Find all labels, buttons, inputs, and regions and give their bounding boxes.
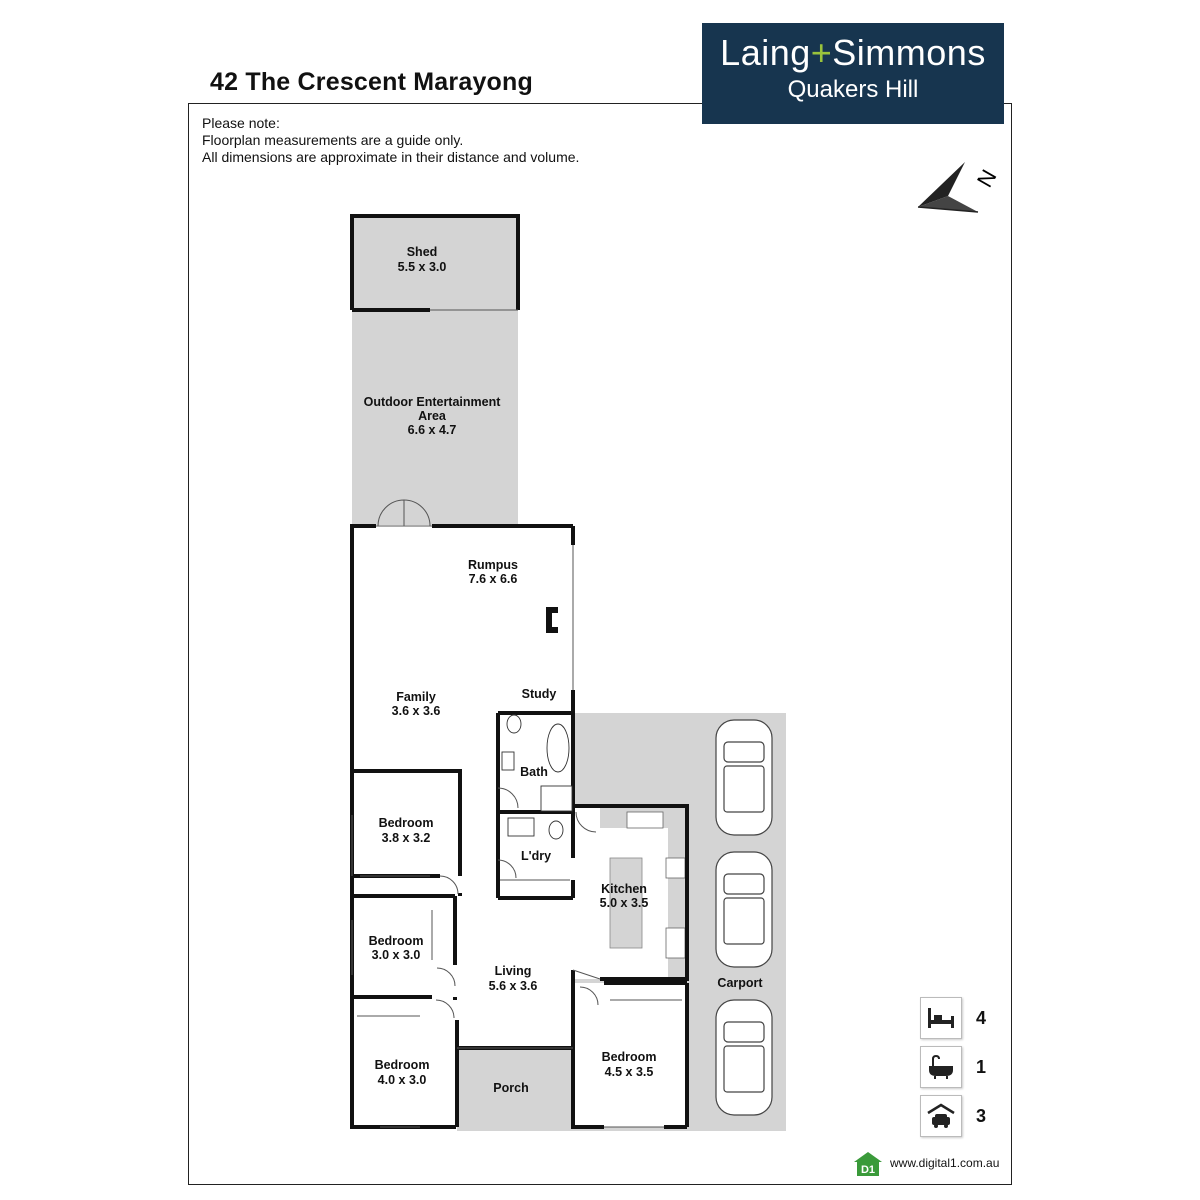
kitchen-island — [609, 857, 643, 949]
toilet-icon — [548, 820, 564, 840]
family-label: Family — [396, 690, 436, 704]
property-address: 42 The Crescent Marayong — [210, 68, 533, 96]
outdoor-area-floor — [352, 310, 518, 525]
shower-icon — [540, 785, 573, 812]
rumpus-label: Rumpus — [468, 558, 518, 572]
outdoor-dims: 6.6 x 4.7 — [408, 423, 457, 437]
note-heading: Please note: — [202, 115, 280, 131]
agency-brand: Laing+Simmons — [702, 32, 1004, 74]
footer: D1 www.digital1.com.au — [852, 1150, 999, 1176]
kitchen-dims: 5.0 x 3.5 — [600, 896, 649, 910]
website-link[interactable]: www.digital1.com.au — [890, 1156, 1000, 1170]
family-dims: 3.6 x 3.6 — [392, 704, 441, 718]
appliance-icon — [665, 927, 686, 959]
carport-label: Carport — [717, 976, 763, 990]
bathrooms-count: 1 — [976, 1056, 987, 1077]
carport-cars — [715, 719, 773, 1116]
french-door-icon — [377, 499, 405, 527]
disclaimer-note: Please note: Floorplan measurements are … — [202, 115, 579, 166]
bedroom-1-dims: 3.8 x 3.2 — [382, 831, 431, 845]
bedroom-2-label: Bedroom — [369, 934, 424, 948]
brand-plus: + — [810, 32, 833, 73]
living-dims: 5.6 x 3.6 — [489, 979, 538, 993]
bedroom-3-label: Bedroom — [375, 1058, 430, 1072]
doors-windows — [351, 309, 682, 1128]
cooktop-icon — [665, 857, 686, 879]
bedroom-1-label: Bedroom — [379, 816, 434, 830]
shed-floor — [352, 216, 518, 310]
brand-right: Simmons — [832, 32, 986, 73]
sink-icon — [626, 811, 664, 829]
bath-label: Bath — [520, 765, 548, 779]
french-door-icon — [403, 499, 431, 527]
property-summary: 4 1 3 — [920, 996, 996, 1143]
agency-logo: Laing+Simmons Quakers Hill — [702, 23, 1004, 124]
basin-icon — [501, 751, 515, 771]
bedrooms-count: 4 — [976, 1007, 987, 1028]
porch-floor — [457, 1048, 573, 1131]
bedroom-4-label: Bedroom — [602, 1050, 657, 1064]
bedroom-3-dims: 4.0 x 3.0 — [378, 1073, 427, 1087]
bedroom-2-dims: 3.0 x 3.0 — [372, 948, 421, 962]
digital1-logo-icon: D1 — [852, 1150, 882, 1176]
bedroom-4-dims: 4.5 x 3.5 — [605, 1065, 654, 1079]
plan-frame — [188, 103, 1012, 1185]
bathrooms-summary: 1 — [920, 1045, 996, 1089]
study-label: Study — [522, 687, 557, 701]
parking-summary: 3 — [920, 1094, 996, 1138]
bedrooms-summary: 4 — [920, 996, 996, 1040]
toilet-icon — [506, 714, 522, 734]
living-label: Living — [495, 964, 532, 978]
note-line: Floorplan measurements are a guide only. — [202, 132, 464, 148]
garage-car-icon — [920, 1095, 962, 1137]
laundry-label: L'dry — [521, 849, 551, 863]
kitchen-label: Kitchen — [601, 882, 647, 896]
note-line: All dimensions are approximate in their … — [202, 149, 580, 165]
car-icon — [715, 851, 773, 968]
porch-label: Porch — [493, 1081, 528, 1095]
parking-count: 3 — [976, 1105, 987, 1126]
outdoor-label: Outdoor Entertainment — [364, 395, 502, 409]
shed-label: Shed — [407, 245, 438, 259]
car-icon — [715, 999, 773, 1116]
digital1-badge-text: D1 — [861, 1164, 875, 1176]
brand-left: Laing — [720, 32, 811, 73]
rumpus-dims: 7.6 x 6.6 — [469, 572, 518, 586]
north-arrow-icon: N — [917, 162, 1002, 213]
car-icon — [715, 719, 773, 836]
outdoor-label-2: Area — [418, 409, 447, 423]
bath-fixtures — [501, 714, 573, 840]
agency-branch: Quakers Hill — [787, 76, 919, 103]
bed-icon — [920, 997, 962, 1039]
north-label: N — [972, 165, 1002, 191]
bathtub-icon — [546, 723, 570, 773]
laundry-tub-icon — [507, 817, 535, 837]
bathtub-icon — [920, 1046, 962, 1088]
shed-dims: 5.5 x 3.0 — [398, 260, 447, 274]
